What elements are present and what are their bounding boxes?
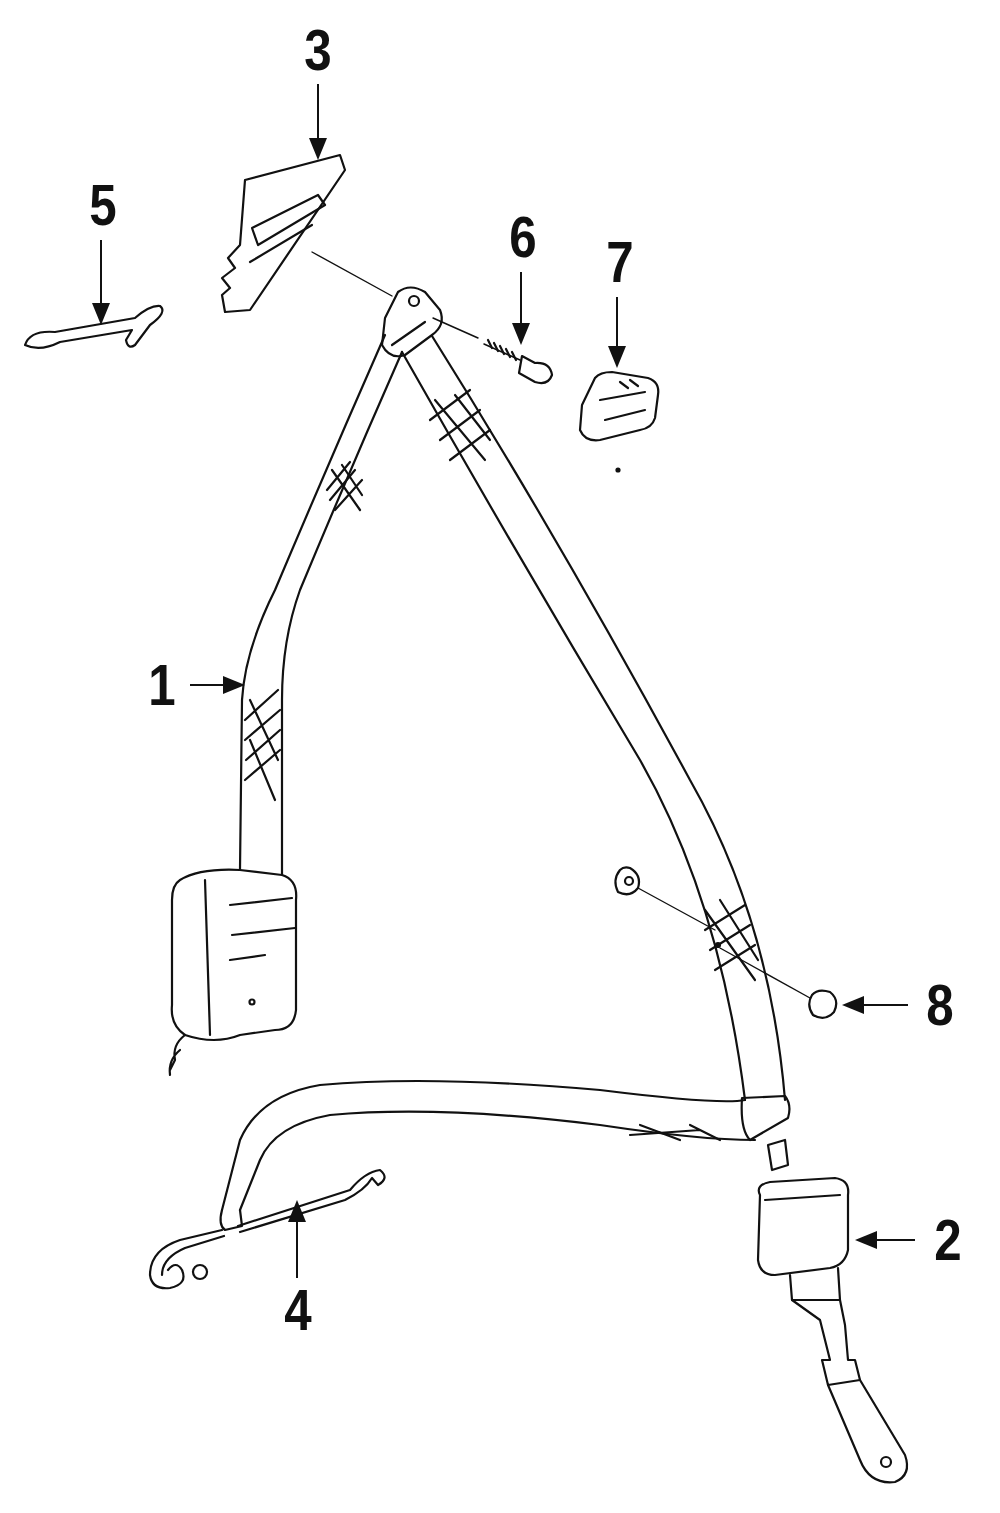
- callout-number: 6: [509, 208, 536, 266]
- callout-number: 1: [148, 656, 175, 714]
- callout-number: 3: [304, 21, 331, 79]
- callout-number: 4: [284, 1281, 311, 1339]
- callout-number: 2: [934, 1211, 961, 1269]
- callout-number: 5: [89, 176, 116, 234]
- callout-number: 7: [606, 233, 633, 291]
- callout-number: 8: [926, 976, 953, 1034]
